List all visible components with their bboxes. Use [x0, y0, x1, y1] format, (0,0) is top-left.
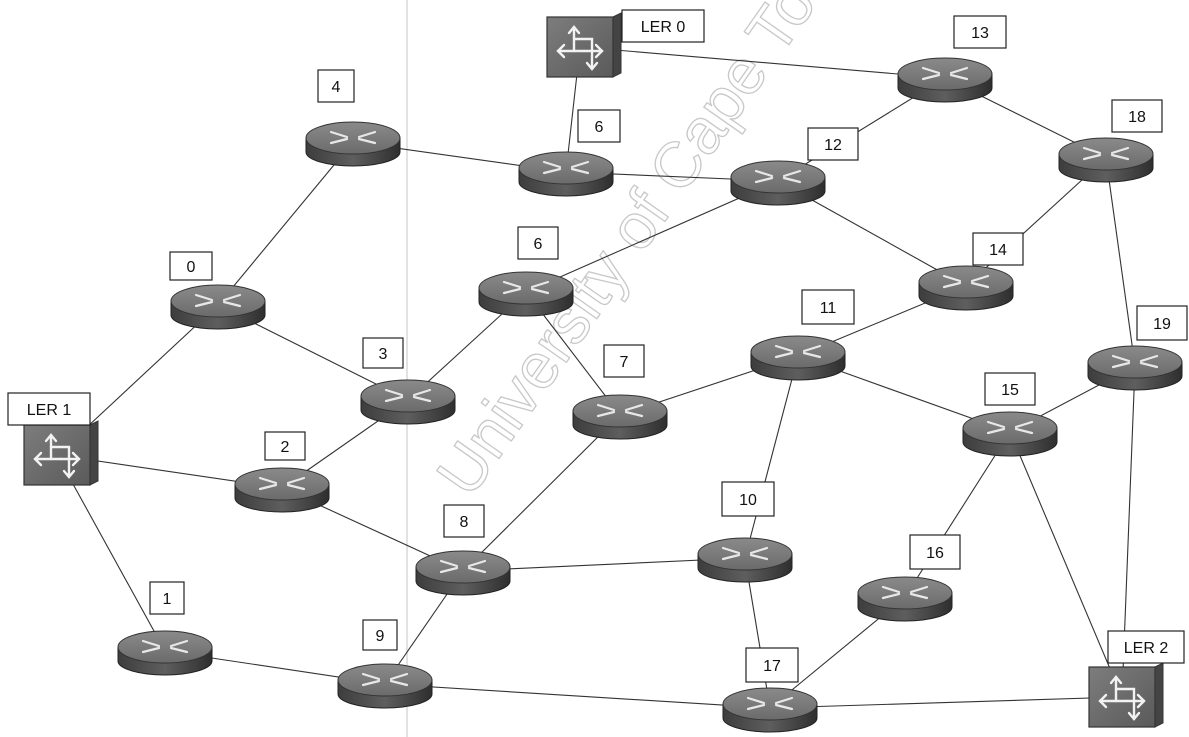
svg-text:16: 16 [926, 545, 944, 562]
label-router-13: 13 [953, 15, 1007, 49]
link-10-17 [744, 557, 771, 709]
svg-text:11: 11 [820, 300, 837, 317]
router-0-icon [170, 284, 266, 330]
svg-text:10: 10 [739, 492, 757, 509]
svg-text:6: 6 [534, 236, 543, 253]
svg-text:LER 0: LER 0 [641, 19, 686, 36]
link-12-6 [525, 180, 779, 293]
label-router-1: 1 [149, 581, 185, 615]
link-9-17 [384, 683, 771, 709]
link-7-8 [462, 414, 621, 572]
router-9-icon [337, 663, 433, 709]
link-17-LER2 [769, 696, 1123, 709]
svg-text:17: 17 [763, 658, 781, 675]
label-router-6: 6 [517, 226, 559, 260]
label-edge-router-LER1: LER 1 [7, 392, 91, 426]
edge-router-LER1-icon [23, 420, 99, 486]
router-14-icon [918, 265, 1014, 311]
edge-router-LER0-icon [546, 12, 622, 78]
label-router-0: 0 [169, 251, 213, 281]
label-edge-router-LER0: LER 0 [621, 9, 705, 43]
router-13-icon [897, 57, 993, 103]
nodes-layer [23, 12, 1183, 733]
link-15-LER2 [1009, 431, 1123, 698]
label-router-16: 16 [909, 534, 961, 570]
label-router-17: 17 [745, 647, 799, 683]
router-5-icon [518, 151, 614, 197]
router-16-icon [857, 576, 953, 622]
router-12-icon [730, 160, 826, 206]
router-2-icon [234, 467, 330, 513]
router-6-icon [478, 271, 574, 317]
label-router-3: 3 [362, 337, 404, 369]
label-router-2: 2 [264, 431, 306, 461]
svg-text:LER 2: LER 2 [1124, 640, 1169, 657]
label-router-8: 8 [443, 504, 485, 538]
router-3-icon [360, 379, 456, 425]
label-router-10: 10 [721, 481, 775, 517]
label-router-5: 6 [577, 109, 621, 143]
svg-text:0: 0 [187, 259, 196, 276]
edge-router-LER2-icon [1088, 662, 1164, 728]
svg-text:9: 9 [376, 628, 385, 645]
label-router-15: 15 [984, 372, 1036, 406]
svg-text:3: 3 [379, 346, 388, 363]
link-18-19 [1105, 157, 1136, 367]
router-17-icon [722, 687, 818, 733]
router-1-icon [117, 630, 213, 676]
link-LER1-1 [56, 454, 166, 652]
router-7-icon [572, 394, 668, 440]
label-router-18: 18 [1111, 99, 1163, 133]
links-layer [56, 46, 1136, 709]
link-LER0-13 [579, 46, 946, 79]
router-10-icon [697, 537, 793, 583]
label-edge-router-LER2: LER 2 [1107, 630, 1185, 664]
svg-text:6: 6 [595, 119, 604, 136]
svg-text:LER 1: LER 1 [27, 402, 72, 419]
label-router-4: 4 [317, 69, 355, 103]
label-router-7: 7 [603, 344, 645, 378]
svg-text:15: 15 [1001, 382, 1019, 399]
label-router-9: 9 [362, 619, 398, 651]
router-11-icon [750, 335, 846, 381]
link-11-10 [744, 355, 799, 559]
router-15-icon [962, 411, 1058, 457]
link-0-4 [217, 141, 354, 306]
svg-text:14: 14 [989, 242, 1007, 259]
router-8-icon [415, 550, 511, 596]
label-router-19: 19 [1136, 305, 1188, 341]
svg-text:19: 19 [1153, 316, 1171, 333]
svg-text:18: 18 [1128, 109, 1146, 126]
router-4-icon [305, 121, 401, 167]
link-15-16 [904, 431, 1011, 598]
svg-text:7: 7 [620, 354, 629, 371]
label-router-11: 11 [801, 289, 855, 325]
svg-text:12: 12 [824, 137, 842, 154]
label-router-12: 12 [807, 127, 859, 161]
svg-text:8: 8 [460, 514, 469, 531]
svg-text:13: 13 [971, 25, 989, 42]
router-18-icon [1058, 137, 1154, 183]
svg-text:1: 1 [163, 591, 172, 608]
router-19-icon [1087, 345, 1183, 391]
svg-text:4: 4 [332, 79, 341, 96]
label-router-14: 14 [972, 232, 1024, 266]
svg-text:2: 2 [281, 439, 290, 456]
